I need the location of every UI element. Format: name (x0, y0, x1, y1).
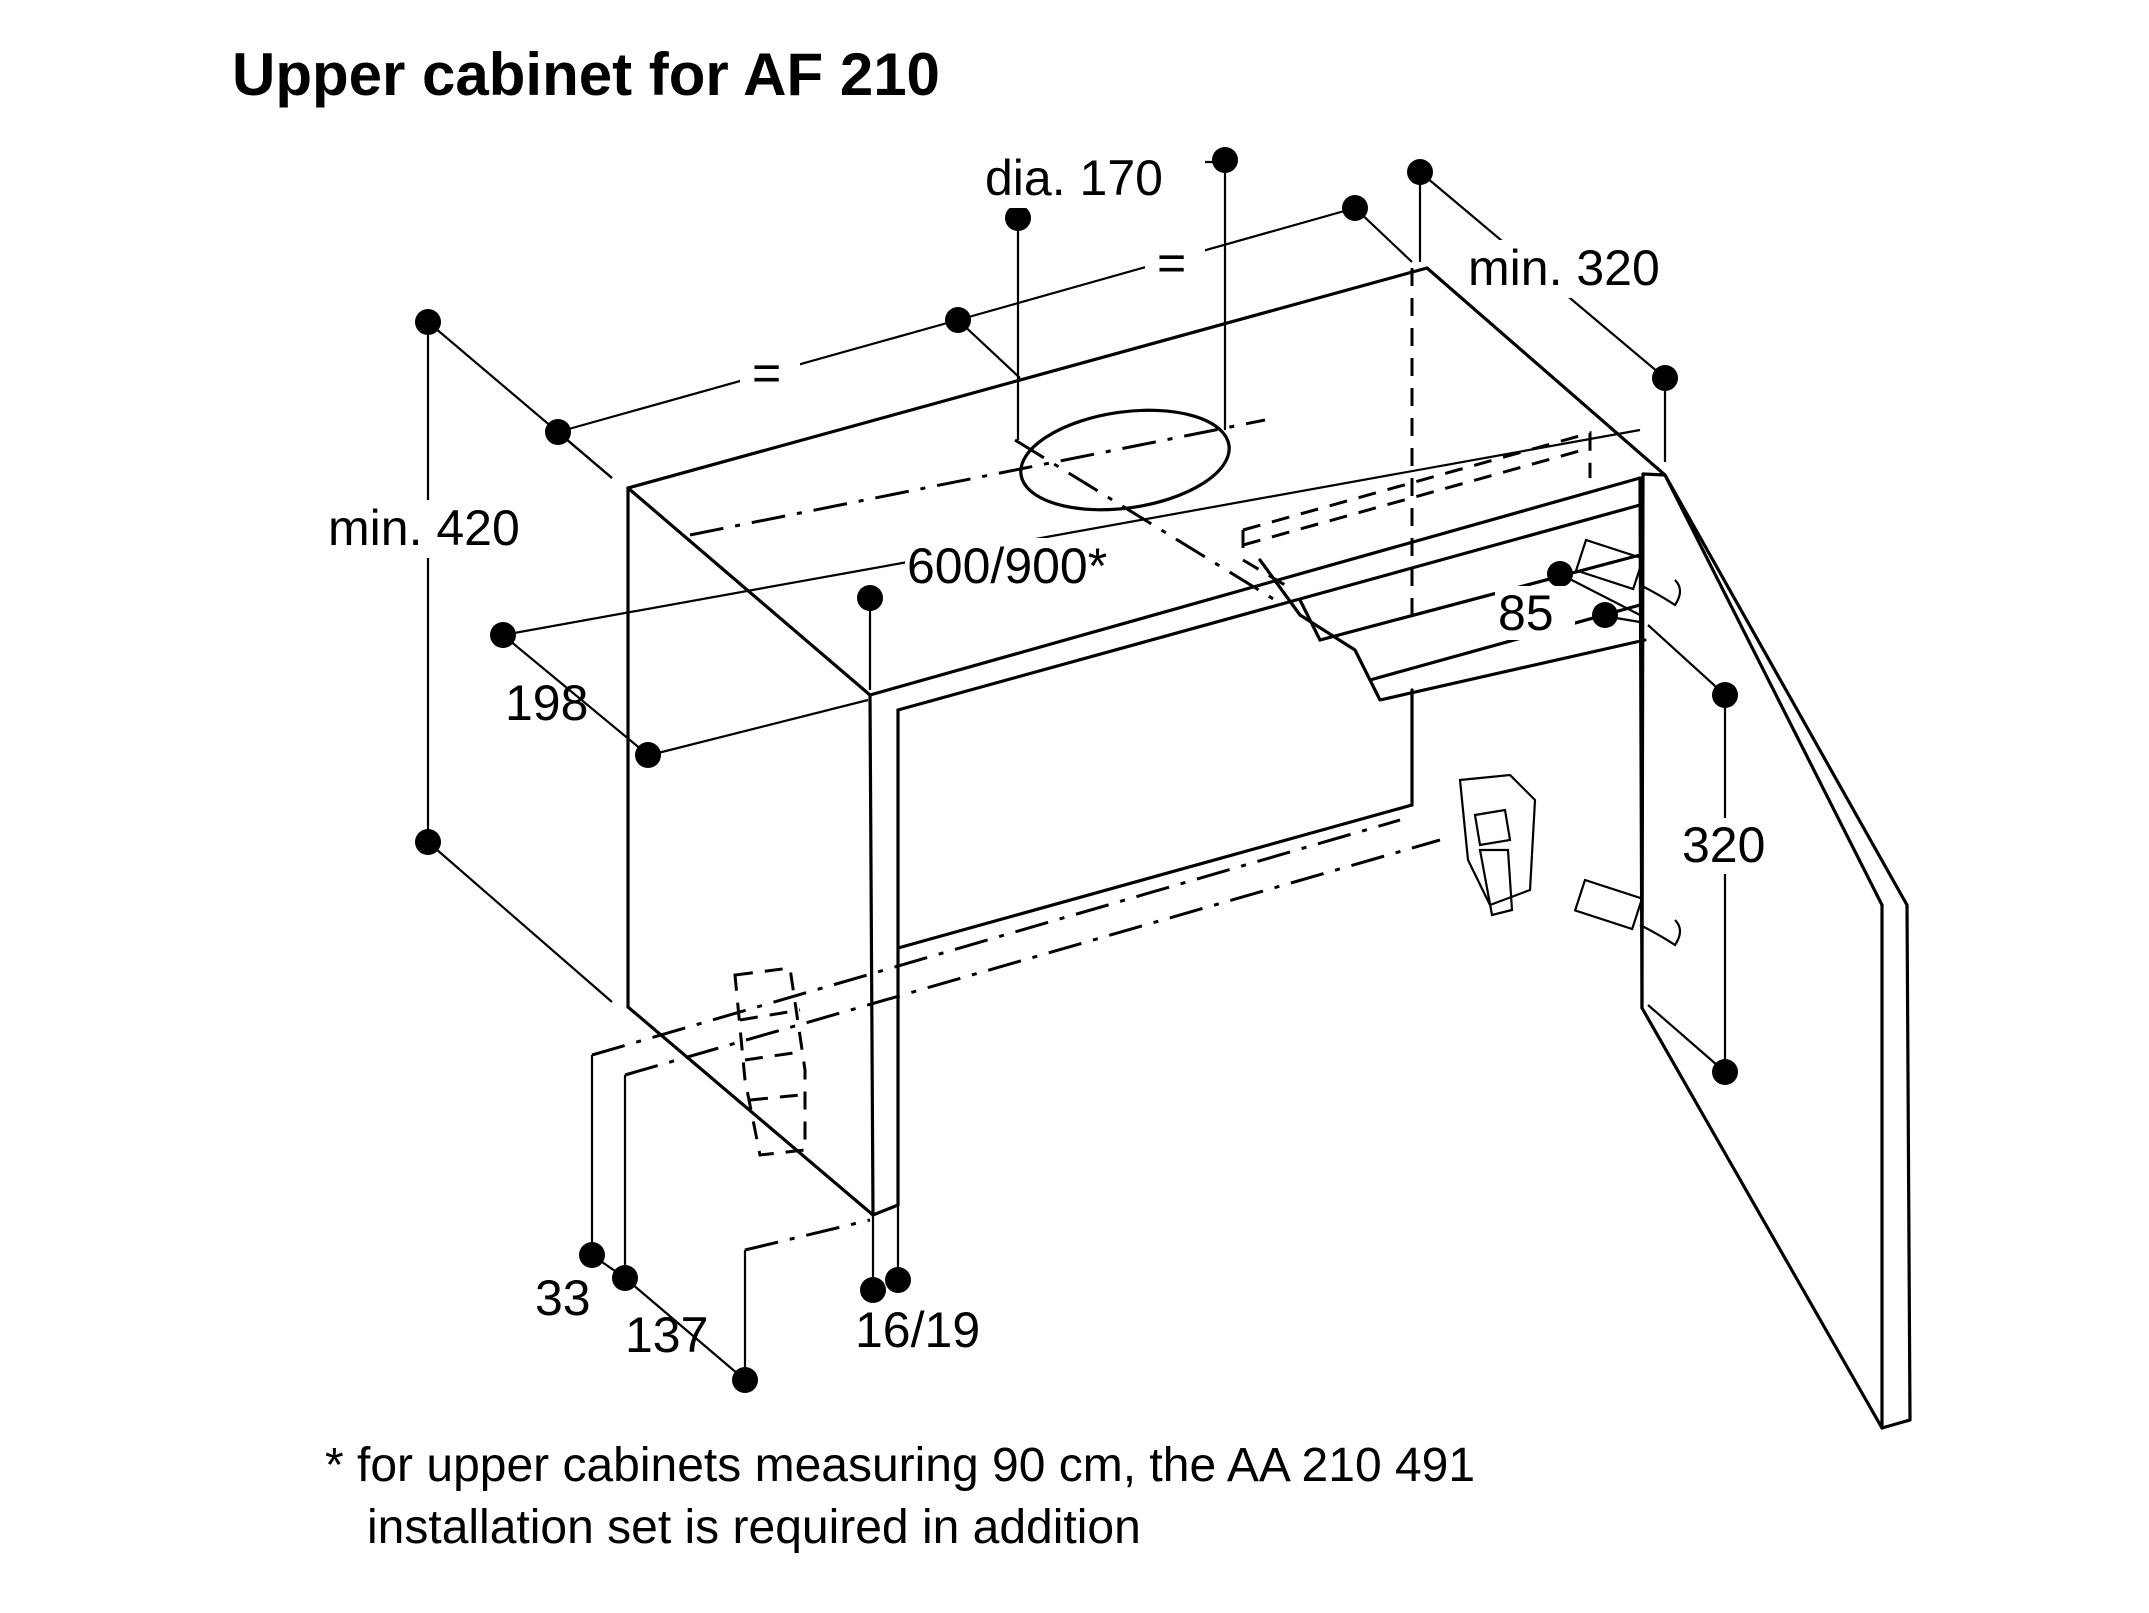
dim-dot (857, 585, 883, 611)
dim-dot (732, 1367, 758, 1393)
dimension-labels: dia. 170 = = min. 320 min. 420 600/900* … (325, 148, 1780, 1363)
label-320: 320 (1682, 817, 1765, 873)
label-dia: dia. 170 (985, 150, 1163, 206)
dim-dot (1712, 1059, 1738, 1085)
label-min-420: min. 420 (328, 500, 520, 556)
dim-dot (1005, 205, 1031, 231)
label-137: 137 (625, 1307, 708, 1363)
label-width: 600/900* (907, 538, 1107, 594)
dim-dot (545, 419, 571, 445)
dim-dot (1342, 195, 1368, 221)
center-lines (591, 268, 1441, 1252)
dim-dot (612, 1265, 638, 1291)
footnote: * for upper cabinets measuring 90 cm, th… (325, 1435, 1475, 1559)
label-16-19: 16/19 (855, 1302, 980, 1358)
footnote-line-1: * for upper cabinets measuring 90 cm, th… (325, 1439, 1476, 1492)
dim-dot (490, 622, 516, 648)
dimension-lines (426, 160, 1727, 1381)
dim-dot (945, 307, 971, 333)
diagram-title: Upper cabinet for AF 210 (232, 41, 940, 108)
dim-dot (1592, 602, 1618, 628)
dim-dot (415, 829, 441, 855)
dim-dot (415, 309, 441, 335)
dim-dot (1547, 561, 1573, 587)
dim-dot (1407, 159, 1433, 185)
label-198: 198 (505, 675, 588, 731)
dim-dot (1652, 365, 1678, 391)
dimension-dots (415, 147, 1738, 1393)
dim-dot (1712, 682, 1738, 708)
label-85: 85 (1498, 585, 1554, 641)
dim-dot (579, 1242, 605, 1268)
footnote-line-2: installation set is required in addition (367, 1501, 1141, 1554)
mounting-brackets (733, 538, 1682, 1157)
label-eq-right: = (1157, 235, 1186, 291)
label-min-320: min. 320 (1468, 240, 1660, 296)
dim-dot (635, 742, 661, 768)
label-eq-left: = (752, 345, 781, 401)
dim-dot (860, 1277, 886, 1303)
duct-opening (1019, 408, 1231, 512)
dim-dot (885, 1267, 911, 1293)
label-33: 33 (535, 1270, 591, 1326)
hood-unit (1241, 431, 1647, 702)
dim-dot (1212, 147, 1238, 173)
